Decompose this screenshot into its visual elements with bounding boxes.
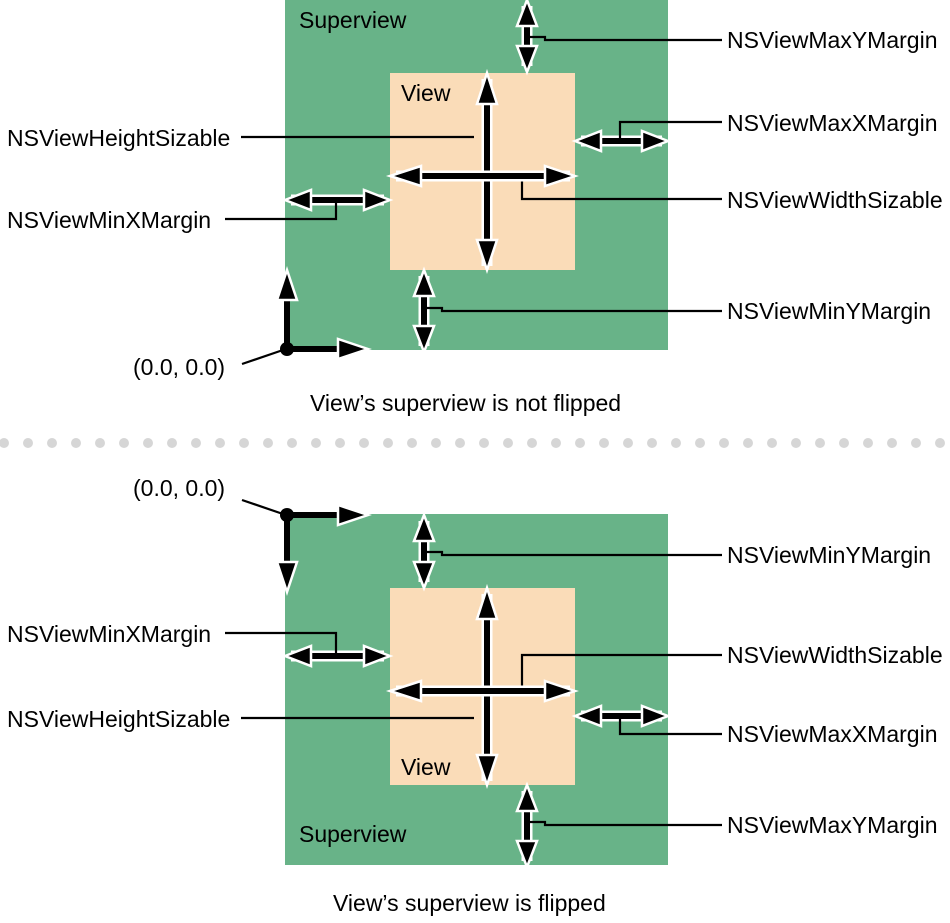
minx-leader-not-flipped bbox=[225, 200, 338, 221]
origin-axes-flipped bbox=[275, 503, 372, 596]
maxx-margin-arrow-not-flipped bbox=[571, 129, 672, 153]
label-nsviewminymargin-flipped: NSViewMinYMargin bbox=[727, 542, 931, 568]
label-nsviewminymargin-not-flipped: NSViewMinYMargin bbox=[727, 298, 931, 324]
minx-leader-flipped bbox=[225, 631, 338, 656]
origin-label-not-flipped: (0.0, 0.0) bbox=[133, 354, 225, 380]
maxy-leader-flipped bbox=[527, 820, 722, 827]
view-label-flipped: View bbox=[401, 754, 451, 780]
origin-leader-not-flipped bbox=[241, 348, 284, 366]
caption-flipped: View’s superview is flipped bbox=[333, 890, 606, 916]
label-nsviewheightsizable-flipped: NSViewHeightSizable bbox=[7, 706, 230, 732]
panel-not-flipped: Superview View NSViewMaxYMargin NSViewMa… bbox=[7, 0, 943, 416]
maxy-leader-not-flipped bbox=[527, 35, 722, 42]
maxy-margin-arrow-flipped bbox=[515, 781, 539, 871]
origin-label-flipped: (0.0, 0.0) bbox=[133, 475, 225, 501]
label-nsviewminxmargin-not-flipped: NSViewMinXMargin bbox=[7, 207, 211, 233]
minx-margin-arrow-not-flipped bbox=[281, 188, 394, 212]
label-nsviewwidthsizable-not-flipped: NSViewWidthSizable bbox=[727, 187, 943, 213]
origin-leader-flipped bbox=[241, 498, 284, 516]
origin-axes-not-flipped bbox=[275, 266, 372, 361]
width-resize-arrow-not-flipped bbox=[385, 164, 579, 188]
caption-not-flipped: View’s superview is not flipped bbox=[310, 390, 621, 416]
view-label-not-flipped: View bbox=[401, 80, 451, 106]
height-resize-arrow-flipped bbox=[475, 583, 499, 789]
widthsizable-leader-not-flipped bbox=[520, 176, 722, 201]
label-nsviewmaxymargin-flipped: NSViewMaxYMargin bbox=[727, 812, 937, 838]
panel-flipped: Superview View (0.0, 0.0) NSViewMinYMarg… bbox=[7, 475, 943, 916]
label-nsviewminxmargin-flipped: NSViewMinXMargin bbox=[7, 621, 211, 647]
label-nsviewwidthsizable-flipped: NSViewWidthSizable bbox=[727, 642, 943, 668]
maxx-leader-not-flipped bbox=[618, 120, 722, 141]
miny-leader-not-flipped bbox=[424, 306, 722, 313]
label-nsviewheightsizable-not-flipped: NSViewHeightSizable bbox=[7, 125, 230, 151]
maxx-leader-flipped bbox=[618, 716, 722, 736]
label-nsviewmaxymargin-not-flipped: NSViewMaxYMargin bbox=[727, 27, 937, 53]
width-resize-arrow-flipped bbox=[385, 679, 579, 703]
maxx-margin-arrow-flipped bbox=[571, 704, 672, 728]
dotted-divider bbox=[0, 438, 945, 448]
minx-margin-arrow-flipped bbox=[281, 644, 394, 668]
superview-label-flipped: Superview bbox=[299, 821, 407, 847]
superview-label-not-flipped: Superview bbox=[299, 7, 407, 33]
widthsizable-leader-flipped bbox=[520, 653, 722, 691]
miny-margin-arrow-not-flipped bbox=[412, 266, 436, 356]
label-nsviewmaxxmargin-not-flipped: NSViewMaxXMargin bbox=[727, 110, 937, 136]
miny-leader-flipped bbox=[424, 550, 722, 557]
label-nsviewmaxxmargin-flipped: NSViewMaxXMargin bbox=[727, 721, 937, 747]
